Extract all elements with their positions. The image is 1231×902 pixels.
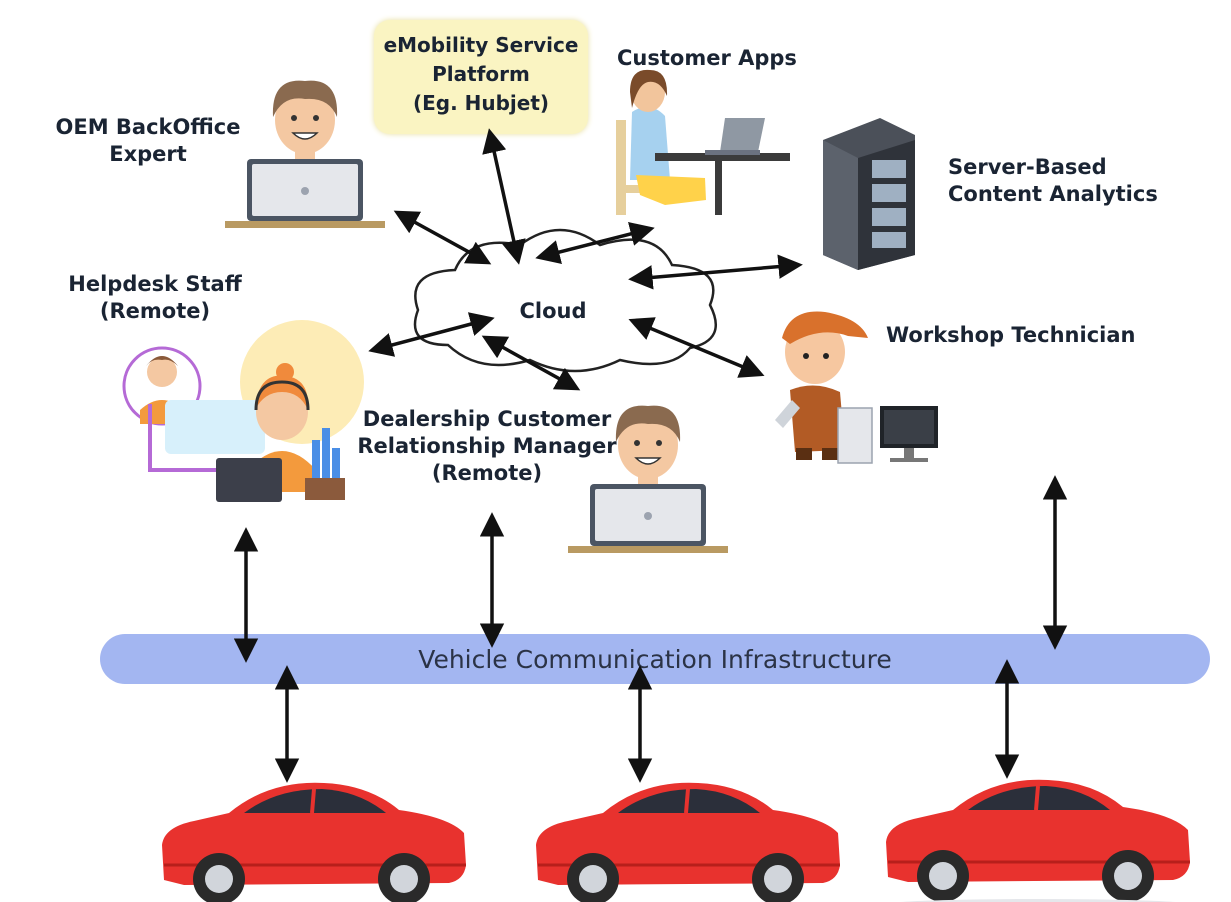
- cloud-text: Cloud: [519, 299, 587, 323]
- emobility-platform-box: eMobility Service Platform (Eg. Hubjet): [374, 20, 588, 134]
- arrow-workshop-cloud: [628, 317, 765, 378]
- helpdesk-label: Helpdesk Staff (Remote): [60, 271, 250, 325]
- server-rack-icon: [823, 118, 915, 270]
- arrow-dealership-cloud: [481, 335, 581, 391]
- emobility-line-2: Platform: [432, 62, 530, 86]
- helpdesk-line-2: (Remote): [99, 299, 211, 323]
- oem-line-1: OEM BackOffice: [55, 115, 241, 139]
- car-icon: [160, 780, 468, 902]
- emobility-line-3: (Eg. Hubjet): [412, 91, 550, 115]
- dealership-line-2: Relationship Manager: [357, 434, 617, 458]
- workshop-text: Workshop Technician: [886, 323, 1136, 347]
- dealership-line-3: (Remote): [431, 461, 543, 485]
- arrow-oem-cloud: [393, 210, 492, 265]
- cloud-label: Cloud: [505, 298, 601, 325]
- laptop-user-icon: [224, 79, 386, 229]
- customer-apps-label: Customer Apps: [617, 45, 797, 72]
- arrow-helpdesk-cloud: [368, 312, 495, 357]
- helpdesk-line-1: Helpdesk Staff: [68, 272, 242, 296]
- arrow-emobility-cloud: [482, 128, 526, 265]
- mechanic-icon: [775, 311, 868, 460]
- arrow-customer-apps-cloud: [535, 221, 655, 265]
- customer-at-desk-icon: [616, 69, 790, 215]
- server-line-1: Server-Based: [948, 155, 1107, 179]
- car-icon: [884, 777, 1192, 902]
- emobility-platform-label: eMobility Service Platform (Eg. Hubjet): [374, 20, 588, 118]
- dealership-manager-label: Dealership Customer Relationship Manager…: [356, 406, 618, 487]
- infrastructure-label: Vehicle Communication Infrastructure: [418, 645, 892, 674]
- server-line-2: Content Analytics: [948, 182, 1158, 206]
- oem-line-2: Expert: [109, 142, 187, 166]
- customer-apps-text: Customer Apps: [617, 46, 797, 70]
- server-analytics-label: Server-Based Content Analytics: [948, 154, 1158, 208]
- dealership-line-1: Dealership Customer: [362, 407, 612, 431]
- arrow-server-cloud: [628, 254, 803, 290]
- helpdesk-agent-icon: [122, 320, 364, 502]
- workshop-technician-label: Workshop Technician: [886, 322, 1135, 349]
- desktop-computer-icon: [837, 406, 938, 464]
- car-icon: [534, 780, 842, 902]
- oem-backoffice-label: OEM BackOffice Expert: [48, 114, 248, 168]
- emobility-line-1: eMobility Service: [383, 33, 579, 57]
